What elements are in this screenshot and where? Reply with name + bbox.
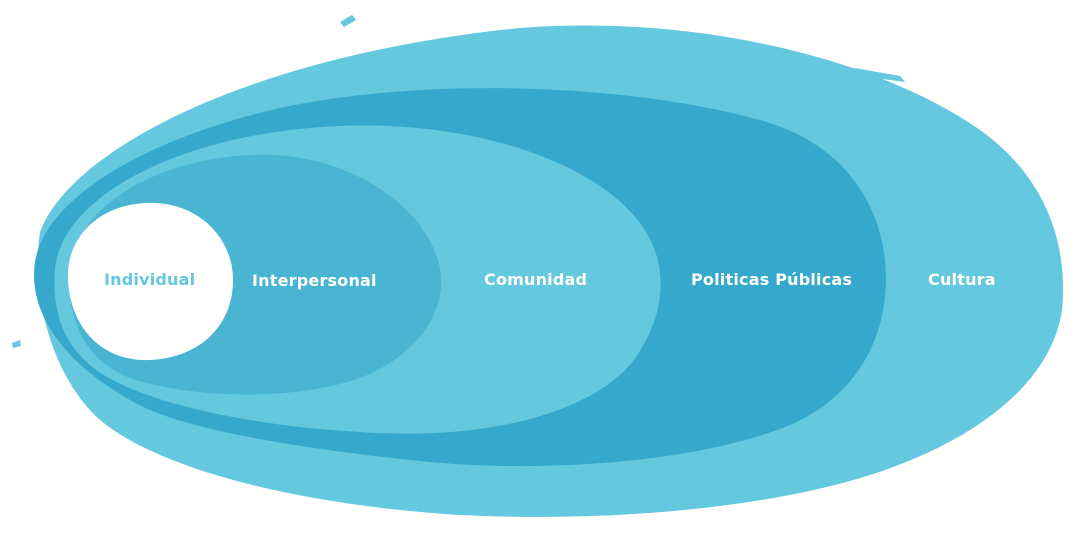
layer-cultura-fragment (855, 68, 905, 82)
label-comunidad: Comunidad (484, 270, 588, 289)
label-individual: Individual (104, 270, 196, 289)
label-interpersonal: Interpersonal (252, 271, 377, 290)
layer-cultura-fragment (12, 340, 21, 348)
label-cultura: Cultura (928, 270, 996, 289)
layer-cultura-fragment (340, 15, 356, 27)
layer-individual (67, 202, 234, 361)
label-politicas-publicas: Politicas Públicas (691, 270, 853, 289)
